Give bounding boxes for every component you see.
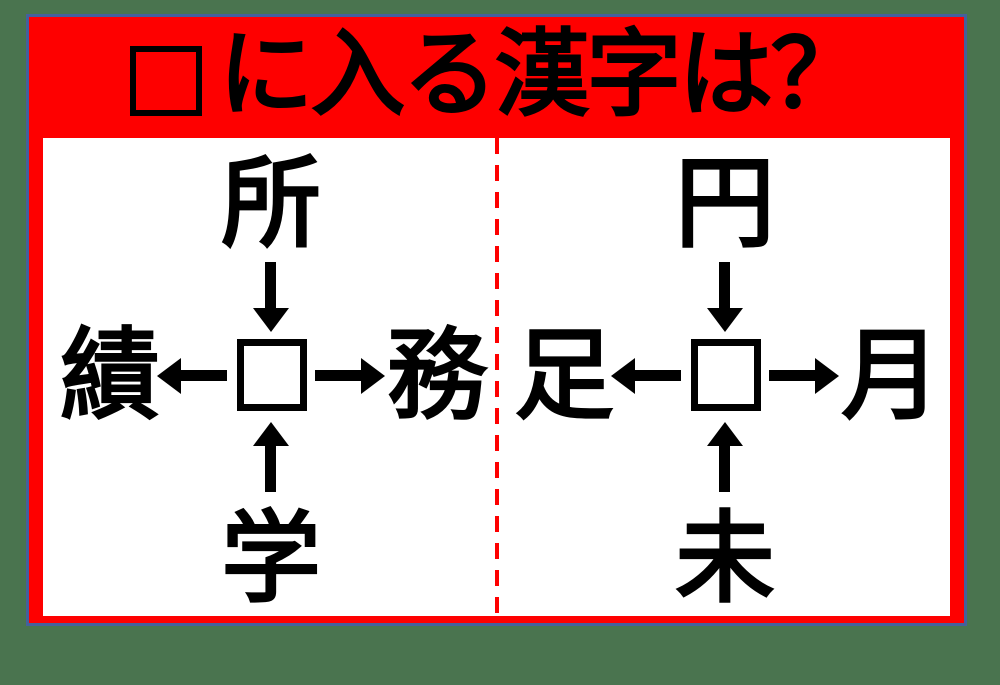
blank-square-icon	[130, 45, 203, 116]
right-puzzle-bottom-kanji: 未	[675, 503, 775, 615]
arrow-left-icon	[157, 358, 227, 394]
arrow-up-icon	[253, 422, 289, 492]
left-puzzle-top-kanji: 所	[221, 148, 321, 260]
puzzle-board: に入る漢字は？ 所 績 務 学 円 足 月 未	[26, 14, 967, 626]
left-puzzle-left-kanji: 績	[60, 320, 160, 432]
arrow-right-icon	[315, 358, 385, 394]
left-puzzle-bottom-kanji: 学	[221, 503, 321, 615]
arrow-down-icon	[253, 262, 289, 332]
left-puzzle-answer-box	[237, 339, 307, 411]
puzzle-area: 所 績 務 学 円 足 月 未	[43, 138, 950, 616]
dashed-divider	[495, 138, 499, 616]
title-banner: に入る漢字は？	[29, 17, 964, 138]
puzzle-right: 円 足 月 未	[497, 138, 950, 616]
right-puzzle-right-kanji: 月	[841, 320, 941, 432]
right-puzzle-answer-box	[691, 339, 761, 411]
right-puzzle-top-kanji: 円	[675, 148, 775, 260]
arrow-right-icon	[769, 358, 839, 394]
arrow-left-icon	[611, 358, 681, 394]
left-puzzle-right-kanji: 務	[387, 320, 487, 432]
arrow-down-icon	[707, 262, 743, 332]
right-puzzle-left-kanji: 足	[514, 320, 614, 432]
arrow-up-icon	[707, 422, 743, 492]
puzzle-left: 所 績 務 学	[43, 138, 496, 616]
page-title: に入る漢字は？	[218, 22, 865, 128]
